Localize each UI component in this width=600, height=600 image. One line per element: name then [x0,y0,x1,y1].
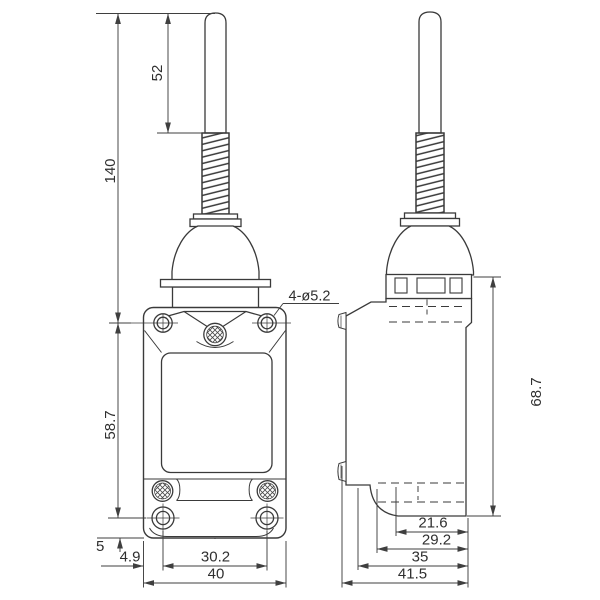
front-rod [204,12,227,134]
front-shoulder-lines [144,330,286,353]
dim-68-7-label: 68.7 [528,377,545,406]
front-cover-plate [160,352,273,474]
front-screw-boss-arc [196,341,234,348]
side-band-slot-left [394,277,408,294]
front-band-bracket-right [248,478,253,501]
dim-5-label: 5 [96,538,104,555]
side-band-slot-right [449,277,463,294]
front-bottom-hole-left [146,503,180,533]
dim-40-label: 40 [208,566,225,583]
dim-30-2-label: 30.2 [201,549,230,566]
front-collar-top [192,213,239,220]
side-clip-top [337,311,347,331]
front-cover-screw-left-hatch [154,482,171,500]
front-neck [171,286,260,309]
side-hidden-lines [378,299,466,503]
front-crest-top-edge [158,310,272,320]
side-body-outline [345,297,473,517]
front-top-hole-left [131,313,178,333]
mount-holes-label: 4-ø5.2 [289,289,331,305]
front-view [131,12,291,544]
front-crest-v-lines [183,311,247,329]
front-band-bracket-left [176,478,181,501]
dim-21-6-label: 21.6 [418,515,447,532]
dim-35-label: 35 [412,549,429,566]
front-top-hole-right [252,313,291,333]
side-rod [418,11,442,134]
dim-140-label: 140 [102,158,119,183]
front-bottom-contour [149,527,274,537]
side-collar-top [403,212,457,220]
front-flange [159,278,272,288]
front-center-screw-hatch [206,325,224,344]
front-spring [201,132,230,215]
leader-line [273,303,284,316]
dim-52-label: 52 [149,65,166,82]
side-dome-cap [385,225,475,276]
dimension-labels: 52 140 58.7 5 4.9 30.2 40 4-ø5.2 68.7 21… [96,65,545,583]
front-cover-screw-right-hatch [259,482,276,500]
side-view [337,11,475,517]
dim-4-9-label: 4.9 [120,549,141,566]
front-dome-cap [171,225,260,281]
dim-29-2-label: 29.2 [422,532,451,549]
dimensions [96,13,501,588]
side-band-slot-center [416,277,446,294]
side-collar-base [399,217,461,227]
front-bottom-hole-right [250,503,284,533]
dim-41-5-label: 41.5 [398,566,427,583]
side-spring [415,132,445,214]
dim-58-7-label: 58.7 [102,410,119,439]
